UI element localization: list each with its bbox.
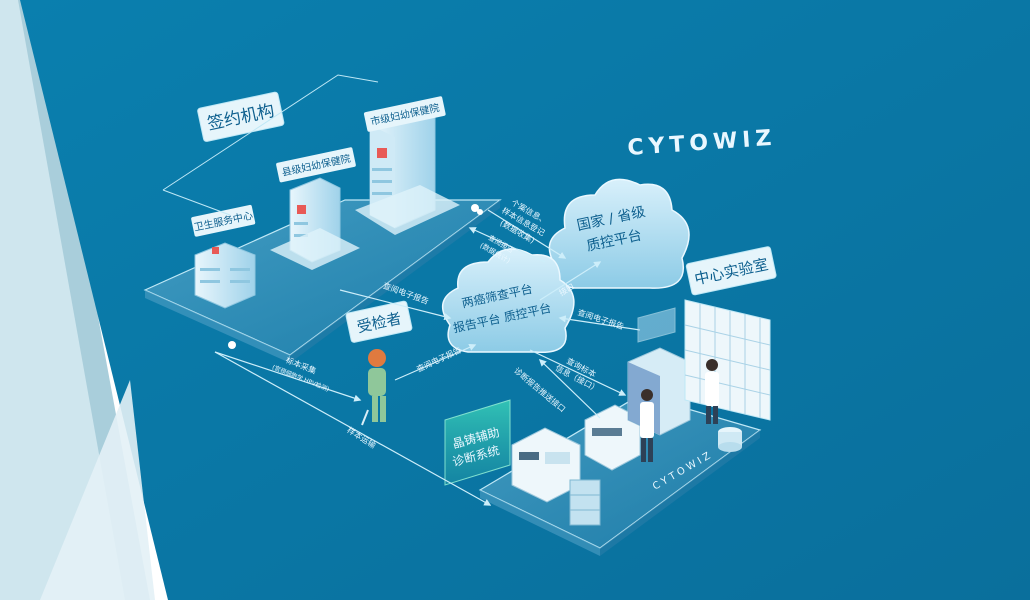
flow-interface — [539, 261, 602, 301]
assist-system-panel: 晶铸辅助 诊断系统 — [444, 399, 511, 486]
lab-dashboard-screen — [684, 299, 771, 421]
lab-cabinet — [627, 347, 691, 436]
county-hospital-building — [270, 177, 360, 270]
floating-window-icon — [637, 307, 676, 343]
flow-view-report-examinee — [394, 344, 477, 381]
flow-query-report — [468, 227, 546, 263]
health-center-building — [194, 242, 256, 309]
flow-query-specimen — [529, 349, 627, 396]
left-triangle-accent — [40, 380, 155, 600]
flow-view-report-left — [339, 289, 452, 321]
signing-org-label: 签约机构 — [197, 91, 285, 142]
flow-view-report-lab — [558, 315, 641, 331]
city-hospital-building — [355, 107, 460, 235]
flow-specimen-collect — [214, 351, 362, 402]
data-storage-icon — [718, 427, 742, 452]
examinee-label: 受检者 — [345, 300, 413, 343]
connector-health-center — [162, 189, 231, 216]
signing-platform — [143, 199, 502, 363]
national-platform-cloud: 国家 / 省级 质控平台 — [548, 178, 690, 289]
examinee-figure — [361, 349, 386, 426]
connector-signing-org — [162, 74, 379, 191]
lab-analyzer-machine — [511, 427, 581, 503]
screening-platform-cloud: 两癌筛查平台 报告平台 质控平台 — [441, 248, 575, 354]
flow-case-info — [487, 209, 567, 259]
lab-doctor-figure — [705, 359, 719, 424]
flow-specimen-transport — [214, 351, 492, 506]
flow-diagnosis-interface — [538, 358, 601, 419]
central-lab-platform: CYTOWIZ — [478, 394, 762, 556]
left-accent-band-light — [0, 0, 125, 600]
lab-technician-figure — [640, 389, 654, 462]
lab-instrument — [584, 404, 641, 471]
lab-cart — [569, 479, 601, 526]
